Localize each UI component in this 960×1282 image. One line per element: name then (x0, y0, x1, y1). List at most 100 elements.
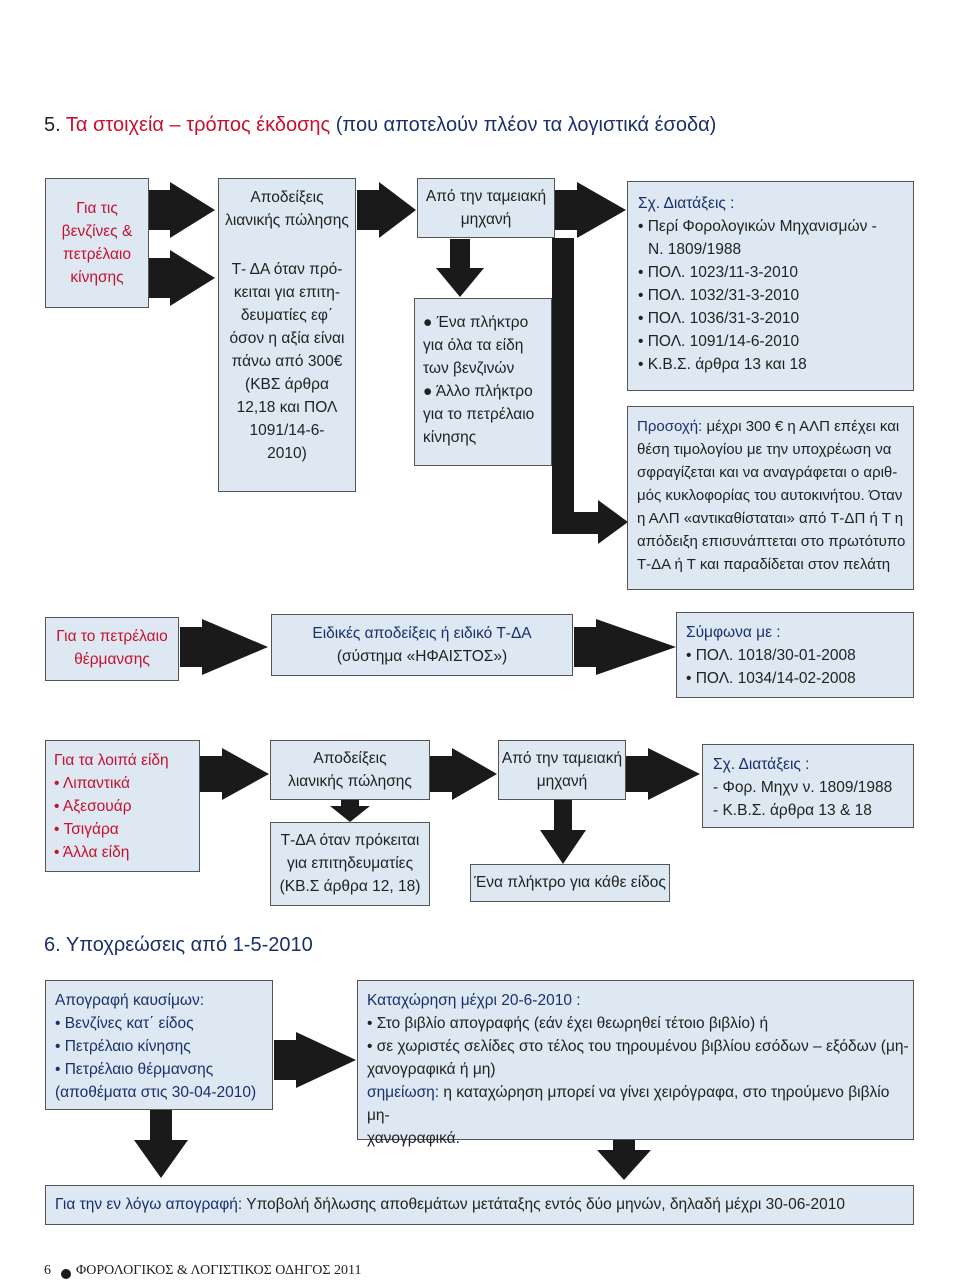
fuel-keys-box: ● Ένα πλήκτρο για όλα τα είδη των βενζιν… (414, 298, 552, 466)
attention-line: θέση τιμολογίου με την υποχρέωση να (637, 441, 892, 458)
inventory-title: Απογραφή καυσίμων: (55, 992, 205, 1009)
publication-title: ΦΟΡΟΛΟΓΙΚΟΣ & ΛΟΓΙΣΤΙΚΟΣ ΟΔΗΓΟΣ 2011 (76, 1263, 362, 1278)
declaration-box: Για την εν λόγω απογραφή: Υποβολή δήλωση… (45, 1185, 914, 1225)
arrow-right-icon (274, 1032, 356, 1088)
fuel-invoice-line: 1091/14-6- (249, 422, 325, 439)
fuel-label-box: Για τις βενζίνες & πετρέλαιο κίνησης (45, 178, 149, 308)
attention-line: η ΑΛΠ «αντικαθίσταται» από Τ-ΔΠ ή Τ η (637, 510, 904, 527)
fuel-key-line: των βενζινών (423, 360, 515, 377)
other-item: • Λιπαντικά (54, 775, 130, 792)
section-number: 5. (44, 114, 61, 136)
attention-line: μός κυκλοφορίας του αυτοκινήτου. Όταν (637, 487, 903, 504)
fuel-key-line: για το πετρέλαιο (423, 406, 535, 423)
according-item: • ΠΟΛ. 1034/14-02-2008 (686, 670, 856, 687)
provision-item: • Κ.Β.Σ. άρθρα 13 και 18 (638, 356, 807, 373)
heating-label-box: Για το πετρέλαιο θέρμανσης (45, 617, 179, 681)
fuel-key-line: ● Άλλο πλήκτρο (423, 383, 533, 400)
according-text: ΠΟΛ. 1018/30-01-2008 (695, 647, 856, 664)
other-item-text: Άλλα είδη (62, 844, 130, 861)
attention-text: μέχρι 300 € η ΑΛΠ επέχει και (702, 418, 900, 435)
fuel-invoice-line: πάνω από 300€ (231, 353, 343, 370)
fuel-receipts-line: Αποδείξεις (250, 189, 324, 206)
other-key-text: Ένα πλήκτρο για κάθε είδος (474, 874, 666, 891)
fuel-label-line: κίνησης (70, 269, 124, 286)
inventory-item: • Βενζίνες κατ΄ είδος (55, 1015, 194, 1032)
entry-text: σε χωριστές σελίδες στο τέλος του τηρουμ… (376, 1038, 909, 1055)
other-register-line: Από την ταμειακή (501, 750, 623, 767)
section-6-title: 6. Υποχρεώσεις από 1-5-2010 (44, 934, 313, 957)
declaration-label: Για την εν λόγω απογραφή: (55, 1196, 243, 1213)
other-items-title: Για τα λοιπά είδη (54, 752, 169, 769)
other-key-box: Ένα πλήκτρο για κάθε είδος (470, 864, 670, 902)
arrow-right-icon (148, 182, 215, 238)
attention-line: σφραγίζεται και να αναγράφεται ο αριθ- (637, 464, 898, 481)
provisions-title: Σχ. Διατάξεις : (713, 756, 810, 773)
arrow-right-icon (148, 250, 215, 306)
fuel-invoice-line: όσον η αξία είναι (229, 330, 345, 347)
inventory-item-text: Πετρέλαιο θέρμανσης (64, 1061, 214, 1078)
arrow-right-icon (180, 619, 268, 675)
inventory-note: (αποθέματα στις 30-04-2010) (55, 1084, 257, 1101)
provision-text: ΠΟΛ. 1036/31-3-2010 (647, 310, 800, 327)
page-footer: 6 ΦΟΡΟΛΟΓΙΚΟΣ & ΛΟΓΙΣΤΙΚΟΣ ΟΔΗΓΟΣ 2011 (44, 1263, 361, 1279)
arrow-down-icon (134, 1110, 188, 1178)
provision-item: • ΠΟΛ. 1023/11-3-2010 (638, 264, 798, 281)
heating-label-line: Για το πετρέλαιο (56, 628, 168, 645)
entry-note-label: σημείωση: (367, 1084, 440, 1101)
section-6-title-text: 6. Υποχρεώσεις από 1-5-2010 (44, 934, 313, 956)
provision-item: - Φορ. Μηχν ν. 1809/1988 (713, 779, 893, 796)
heating-special-line: Ειδικές αποδείξεις ή ειδικό Τ-ΔΑ (312, 625, 532, 642)
inventory-item-text: Βενζίνες κατ΄ είδος (64, 1015, 194, 1032)
other-invoice-line: για επιτηδευματίες (286, 855, 414, 872)
fuel-register-box: Από την ταμειακή μηχανή (417, 178, 555, 238)
arrow-right-icon (357, 182, 416, 238)
fuel-invoice-line: 12,18 και ΠΟΛ (236, 399, 338, 416)
entry-note-text: η καταχώρηση μπορεί να γίνει χειρόγραφα,… (367, 1084, 890, 1124)
heating-special-box: Ειδικές αποδείξεις ή ειδικό Τ-ΔΑ (σύστημ… (271, 614, 573, 676)
other-invoice-line: Τ-ΔΑ όταν πρόκειται (280, 832, 420, 849)
other-item: • Άλλα είδη (54, 844, 130, 861)
other-provisions-box: Σχ. Διατάξεις : - Φορ. Μηχν ν. 1809/1988… (702, 744, 914, 828)
other-invoice-line: (ΚΒ.Σ άρθρα 12, 18) (279, 878, 421, 895)
other-items-box: Για τα λοιπά είδη • Λιπαντικά • Αξεσουάρ… (45, 740, 200, 872)
fuel-label-line: βενζίνες & (61, 223, 133, 240)
fuel-key-line: για όλα τα είδη (423, 337, 524, 354)
provision-item: • ΠΟΛ. 1091/14-6-2010 (638, 333, 800, 350)
other-item-text: Αξεσουάρ (62, 798, 132, 815)
entry-item: • σε χωριστές σελίδες στο τέλος του τηρο… (367, 1038, 909, 1055)
inventory-item: • Πετρέλαιο θέρμανσης (55, 1061, 214, 1078)
provision-text: ΠΟΛ. 1032/31-3-2010 (647, 287, 800, 304)
entry-note-line: χανογραφικά. (367, 1130, 460, 1147)
arrow-down-icon (436, 239, 484, 297)
arrow-right-icon (430, 748, 497, 800)
entry-title: Καταχώρηση μέχρι 20-6-2010 : (367, 992, 581, 1009)
fuel-provisions-box: Σχ. Διατάξεις : • Περί Φορολογικών Μηχαν… (627, 181, 914, 391)
arrow-right-icon (626, 748, 700, 800)
provision-item: - Κ.Β.Σ. άρθρα 13 & 18 (713, 802, 872, 819)
entry-text: Στο βιβλίο απογραφής (εάν έχει θεωρηθεί … (376, 1015, 769, 1032)
other-receipts-line: Αποδείξεις (313, 750, 387, 767)
other-register-box: Από την ταμειακή μηχανή (498, 740, 626, 800)
other-item-text: Λιπαντικά (62, 775, 130, 792)
page-number: 6 (44, 1263, 51, 1278)
provisions-title: Σχ. Διατάξεις : (638, 195, 735, 212)
arrow-right-icon (574, 619, 676, 675)
fuel-register-line: Από την ταμειακή (425, 188, 547, 205)
fuel-key-line: ● Ένα πλήκτρο (423, 314, 529, 331)
arrow-down-icon (330, 800, 370, 822)
entry-note-line: σημείωση: η καταχώρηση μπορεί να γίνει χ… (367, 1081, 913, 1127)
attention-line: Τ-ΔΑ ή Τ και παραδίδεται στον πελάτη (637, 556, 891, 573)
section-subtitle-text: (που αποτελούν πλέον τα λογιστικά έσοδα) (335, 114, 717, 136)
according-text: ΠΟΛ. 1034/14-02-2008 (695, 670, 856, 687)
heating-special-line: (σύστημα «ΗΦΑΙΣΤΟΣ») (336, 648, 508, 665)
entry-box: Καταχώρηση μέχρι 20-6-2010 : • Στο βιβλί… (357, 980, 914, 1147)
entry-item: • Στο βιβλίο απογραφής (εάν έχει θεωρηθε… (367, 1015, 769, 1032)
according-title: Σύμφωνα με : (686, 624, 781, 641)
provision-item: • ΠΟΛ. 1032/31-3-2010 (638, 287, 800, 304)
section-title-text: Τα στοιχεία – τρόπος έκδοσης (65, 114, 331, 136)
entry-item: χανογραφικά ή μη) (367, 1061, 496, 1078)
fuel-receipts: Αποδείξεις λιανικής πώλησης (219, 186, 355, 258)
provision-text: Κ.Β.Σ. άρθρα 13 και 18 (647, 356, 807, 373)
fuel-label-line: πετρέλαιο (63, 246, 131, 263)
